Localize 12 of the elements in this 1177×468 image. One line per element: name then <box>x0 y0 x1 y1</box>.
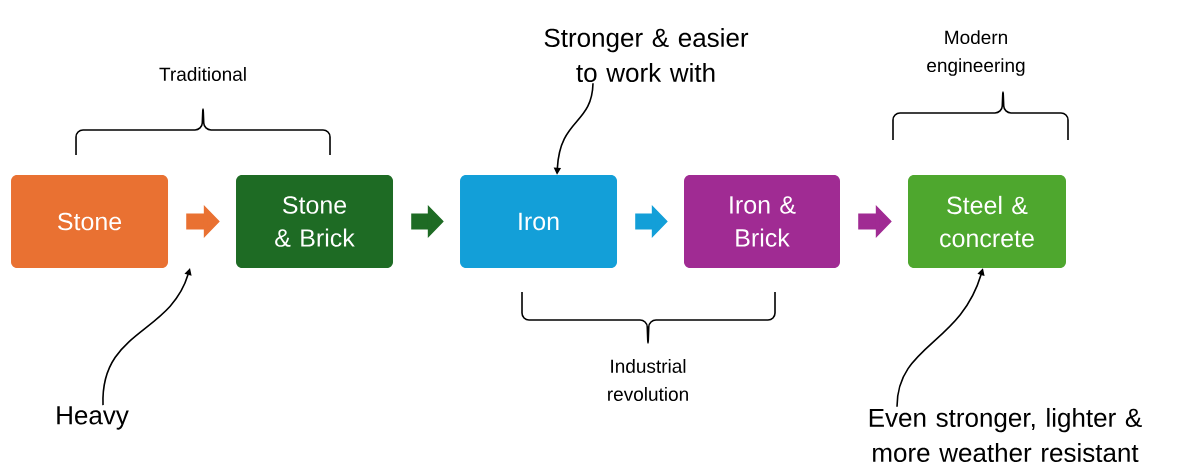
annotation-text: Stronger & easier to work with <box>544 27 749 83</box>
group-label: Industrial revolution <box>608 359 688 401</box>
leader-arrow <box>102 268 192 406</box>
annotation-text: Even stronger, lighter & more weather resistant <box>869 407 1142 463</box>
group-label: Traditional <box>159 67 246 81</box>
process-box: Stone <box>11 175 168 268</box>
process-box: Iron & Brick <box>684 175 840 268</box>
process-box: Stone & Brick <box>236 175 393 268</box>
annotation-text: Heavy <box>57 406 129 430</box>
process-box: Iron <box>460 175 617 268</box>
group-label: Modern engineering <box>927 30 1025 76</box>
process-box: Steel & concrete <box>908 175 1066 268</box>
